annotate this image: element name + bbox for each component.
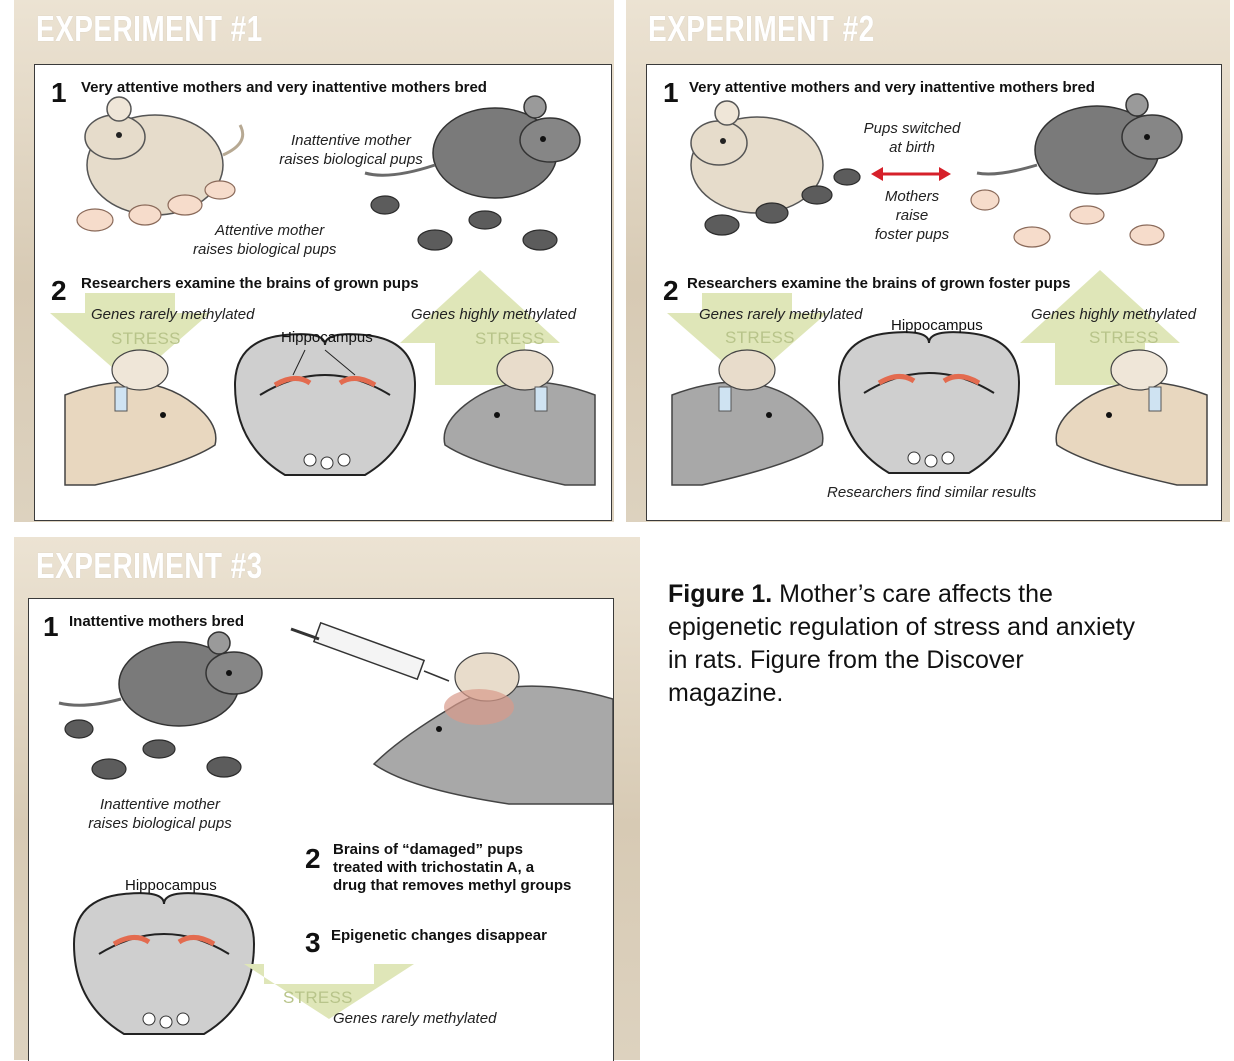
experiment-2-panel: 1 Very attentive mothers and very inatte… <box>646 64 1222 521</box>
brain-cross-section <box>839 332 1019 473</box>
exp2-left-genes: Genes rarely methylated <box>699 305 862 324</box>
exp1-step1-number: 1 <box>51 79 67 107</box>
exp1-step2-number: 2 <box>51 277 67 305</box>
figure-caption: Figure 1. Mother’s care affects the epig… <box>668 578 1138 710</box>
injection-site <box>444 689 514 725</box>
experiment-1-panel: 1 Very attentive mothers and very inatte… <box>34 64 612 521</box>
exp3-stress: STRESS <box>283 988 353 1008</box>
rat-head-left <box>672 350 823 485</box>
inattentive-pups <box>65 720 241 779</box>
exp3-step2-number: 2 <box>305 845 321 873</box>
brain-cross-section <box>74 893 254 1034</box>
exp2-stress-right: STRESS <box>1089 328 1159 348</box>
exp2-right-genes: Genes highly methylated <box>1031 305 1196 324</box>
experiment-1-title: EXPERIMENT #1 <box>36 8 263 50</box>
exp1-step2-text: Researchers examine the brains of grown … <box>81 275 419 293</box>
exp3-genes: Genes rarely methylated <box>333 1009 496 1028</box>
inattentive-mother-rat <box>977 94 1182 194</box>
syringe <box>291 623 449 681</box>
exp2-step2-text: Researchers examine the brains of grown … <box>687 275 1070 293</box>
caption-label: Figure 1. <box>668 580 772 608</box>
exp1-right-genes: Genes highly methylated <box>411 305 576 324</box>
exp2-hippocampus-label: Hippocampus <box>891 317 983 334</box>
inattentive-pups <box>371 196 557 250</box>
exp2-similar-results: Researchers find similar results <box>827 483 1036 502</box>
exp3-step3-text: Epigenetic changes disappear <box>331 927 547 945</box>
inattentive-mother-rat <box>59 632 262 726</box>
exp2-step1-text: Very attentive mothers and very inattent… <box>689 79 1095 97</box>
brain-cross-section <box>235 334 415 475</box>
switch-arrow <box>871 167 951 181</box>
experiment-2-title: EXPERIMENT #2 <box>648 8 875 50</box>
exp1-stress-right: STRESS <box>475 329 545 349</box>
exp3-hippocampus-label: Hippocampus <box>125 877 217 894</box>
foster-pups-pink <box>971 190 1164 247</box>
exp3-step1-text: Inattentive mothers bred <box>69 613 244 631</box>
experiment-3-panel: 1 Inattentive mothers bred Inattentive m… <box>28 598 614 1061</box>
exp1-left-genes: Genes rarely methylated <box>91 305 254 324</box>
exp1-stress-left: STRESS <box>111 329 181 349</box>
rat-head-left <box>65 350 216 485</box>
exp2-step2-number: 2 <box>663 277 679 305</box>
exp1-hippocampus-label: Hippocampus <box>281 329 373 346</box>
exp3-step1-number: 1 <box>43 613 59 641</box>
exp3-step3-number: 3 <box>305 929 321 957</box>
exp2-step1-number: 1 <box>663 79 679 107</box>
exp2-stress-left: STRESS <box>725 328 795 348</box>
exp1-step1-text: Very attentive mothers and very inattent… <box>81 79 487 97</box>
experiment-3-title: EXPERIMENT #3 <box>36 545 263 587</box>
